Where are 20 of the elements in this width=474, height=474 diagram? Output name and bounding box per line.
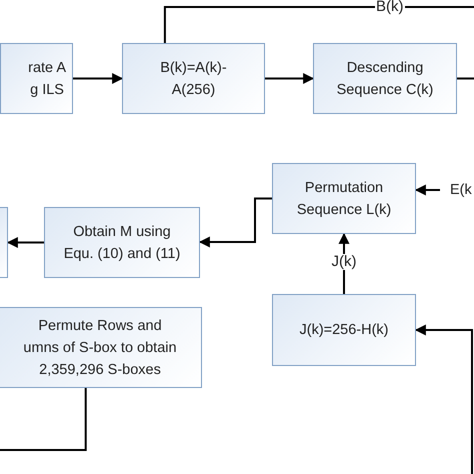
process-box: Obtain M using Equ. (10) and (11) bbox=[44, 207, 200, 278]
arrow bbox=[414, 184, 440, 196]
process-box: Permutation Sequence L(k) bbox=[272, 163, 416, 234]
edge-label: J(k) bbox=[330, 254, 358, 270]
empty-box bbox=[0, 207, 8, 278]
arrow bbox=[265, 73, 314, 84]
process-box: rate A g ILS bbox=[0, 43, 73, 114]
process-box: B(k)=A(k)- A(256) bbox=[122, 43, 265, 114]
signal-label: E(k bbox=[440, 178, 474, 202]
process-box: J(k)=256-H(k) bbox=[272, 294, 416, 366]
arrow bbox=[414, 324, 473, 474]
edge-label: B(k) bbox=[375, 0, 404, 15]
connector-line bbox=[457, 78, 474, 80]
process-box: Permute Rows and umns of S-box to obtain 2,359,296 S-boxes bbox=[0, 307, 202, 388]
arrow bbox=[6, 237, 44, 248]
connector-line bbox=[164, 6, 474, 43]
connector-line bbox=[0, 388, 87, 451]
arrow bbox=[198, 198, 272, 248]
process-box: Descending Sequence C(k) bbox=[313, 43, 457, 114]
arrow bbox=[73, 73, 124, 84]
